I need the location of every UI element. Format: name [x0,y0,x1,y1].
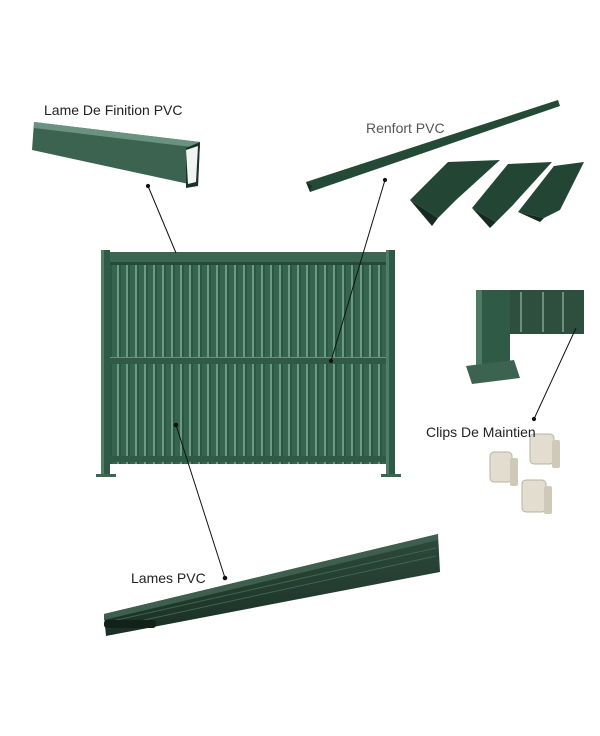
label-slats: Lames PVC [131,570,206,586]
reinforcement-angles-image [410,160,584,228]
post-detail-image [466,290,584,384]
clips-image [489,433,560,514]
finishing-slat-image [32,122,200,188]
reinforcement-bar-image [306,100,560,192]
label-clips: Clips De Maintien [426,424,536,440]
label-finishing-slat: Lame De Finition PVC [44,102,183,118]
label-reinforcement: Renfort PVC [366,120,445,136]
leader-lines [145,177,577,581]
fence-panel-image [96,250,401,477]
slats-image [104,534,440,636]
